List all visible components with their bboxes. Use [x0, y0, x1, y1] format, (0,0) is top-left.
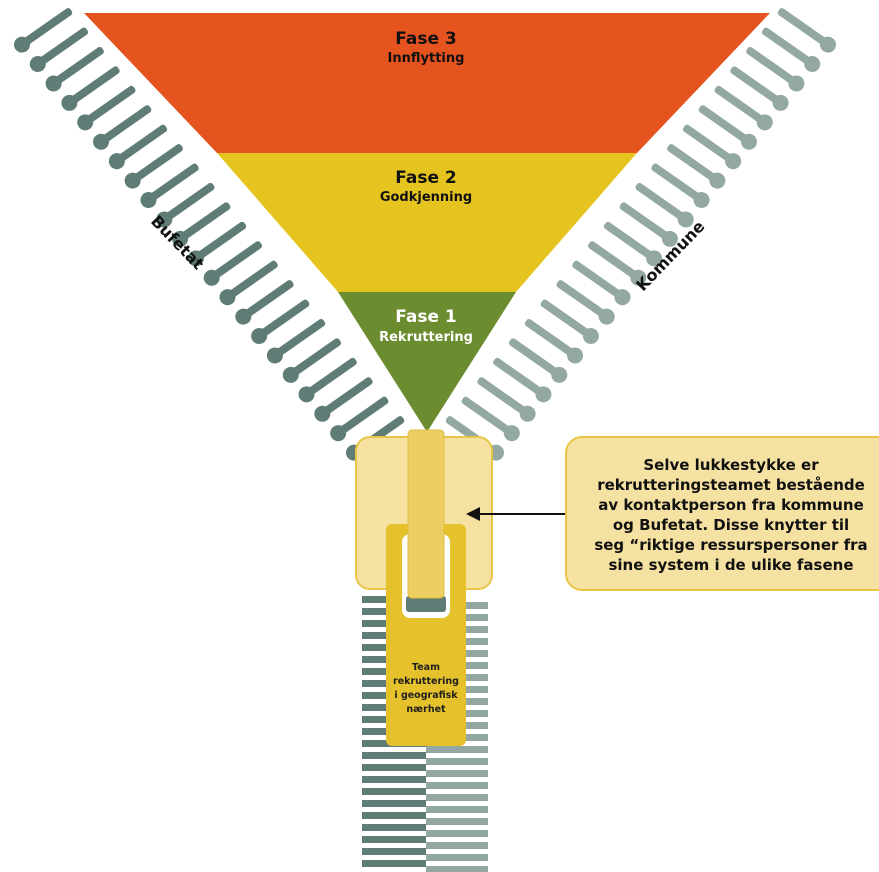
callout-line-3: av kontaktperson fra kommune [598, 496, 864, 514]
zipper-tooth-left [93, 105, 152, 150]
zipper-tooth-right [603, 221, 663, 267]
zipper-tooth-closed-right [426, 830, 488, 837]
zipper-tooth-left [156, 182, 215, 228]
zipper-tooth-right [635, 182, 694, 228]
zipper-tooth-left [108, 124, 168, 170]
zipper-tooth-closed-left [362, 824, 426, 831]
zipper-tooth-closed-right [426, 758, 488, 765]
zipper-tooth-closed-right [426, 794, 488, 801]
callout-line-6: sine system i de ulike fasene [608, 556, 853, 574]
callout-line-4: og Bufetat. Disse knytter til [613, 516, 849, 534]
zipper-tooth-closed-right [426, 866, 488, 872]
zipper-tooth-right [777, 8, 837, 53]
zipper-tooth-closed-left [362, 788, 426, 795]
zipper-tooth-closed-right [426, 782, 488, 789]
zipper-tooth-left [203, 241, 262, 286]
zipper-tooth-right [714, 85, 773, 131]
zipper-tooth-left [235, 280, 294, 325]
zipper-teeth-right [445, 8, 837, 461]
callout-arrow [466, 507, 566, 521]
zipper-tooth-closed-left [362, 812, 426, 819]
callout-line-5: seg “riktige ressurspersoner fra [594, 536, 867, 554]
zipper-tooth-right [588, 241, 647, 286]
zipper-tooth-left [298, 357, 357, 403]
callout-box: Selve lukkestykke er rekrutteringsteamet… [565, 436, 879, 591]
zipper-tooth-left [187, 221, 247, 267]
zipper-tooth-left [266, 318, 326, 364]
zipper-tooth-closed-left [362, 860, 426, 867]
phase-3-band [84, 13, 770, 153]
zipper-tooth-right [508, 338, 568, 383]
zipper-tooth-right [761, 27, 821, 73]
zipper-tooth-left [330, 396, 389, 442]
callout-line-2: rekrutteringsteamet bestående [597, 476, 865, 494]
zipper-tooth-closed-right [426, 746, 488, 753]
zipper-tooth-left [140, 163, 199, 209]
pull-tab-line-4: nærhet [406, 704, 446, 715]
zipper-tooth-left [282, 338, 342, 383]
pull-tab-slot-inner [406, 596, 446, 612]
phase-2-band [217, 153, 637, 292]
zipper-tooth-right [698, 105, 757, 150]
pull-tab-line-3: i geografisk [394, 690, 458, 701]
phase-3-subtitle: Innflytting [388, 51, 465, 66]
zipper-tooth-left [61, 66, 120, 111]
zipper-tooth-right [667, 144, 726, 189]
zipper-tooth-left [45, 46, 104, 92]
phase-1-band [338, 292, 516, 432]
zipper-tooth-left [314, 377, 373, 422]
zipper-teeth-left [13, 8, 405, 461]
zipper-tooth-closed-left [362, 776, 426, 783]
phase-funnel: Fase 3 Innflytting Fase 2 Godkjenning Fa… [84, 13, 770, 432]
zipper-tooth-right [556, 280, 615, 325]
pull-tab-line-2: rekruttering [393, 676, 459, 687]
zipper-tooth-right [746, 46, 805, 92]
pull-tab-connector [407, 429, 445, 599]
phase-3-title: Fase 3 [395, 29, 456, 49]
zipper-tooth-left [29, 27, 89, 73]
zipper-tooth-right [619, 202, 678, 247]
zipper-tooth-closed-right [426, 806, 488, 813]
zipper-tooth-right [477, 377, 536, 422]
zipper-tooth-left [13, 8, 73, 53]
zipper-tooth-closed-right [426, 842, 488, 849]
phase-2-subtitle: Godkjenning [380, 190, 472, 205]
zipper-tooth-closed-left [362, 800, 426, 807]
zipper-tooth-closed-left [362, 836, 426, 843]
zipper-tooth-right [651, 163, 710, 209]
zipper-tooth-left [219, 260, 278, 306]
zipper-tooth-closed-left [362, 752, 426, 759]
callout-line-1: Selve lukkestykke er [643, 456, 819, 474]
zipper-tooth-left [77, 85, 136, 131]
zipper-tooth-right [461, 396, 520, 442]
zipper-tooth-right [730, 66, 789, 111]
zipper-tooth-left [124, 144, 183, 189]
zipper-tooth-right [572, 260, 631, 306]
zipper-tooth-left [172, 202, 231, 247]
zipper-tooth-right [682, 124, 742, 170]
phase-1-subtitle: Rekruttering [379, 330, 473, 345]
zipper-tooth-right [540, 299, 599, 345]
zipper-tooth-right [493, 357, 552, 403]
zipper-tooth-closed-right [426, 854, 488, 861]
zipper-tooth-left [251, 299, 310, 345]
phase-1-title: Fase 1 [395, 307, 456, 327]
zipper-tooth-closed-left [362, 848, 426, 855]
zipper-tooth-right [524, 318, 584, 364]
zipper-tooth-closed-right [426, 770, 488, 777]
zipper-tooth-closed-left [362, 764, 426, 771]
pull-tab-line-1: Team [412, 662, 440, 673]
phase-2-title: Fase 2 [395, 168, 456, 188]
zipper-tooth-closed-right [426, 818, 488, 825]
side-label-bufetat: Bufetat [147, 212, 208, 274]
zipper-pull-tab: Team rekruttering i geografisk nærhet [386, 429, 466, 746]
